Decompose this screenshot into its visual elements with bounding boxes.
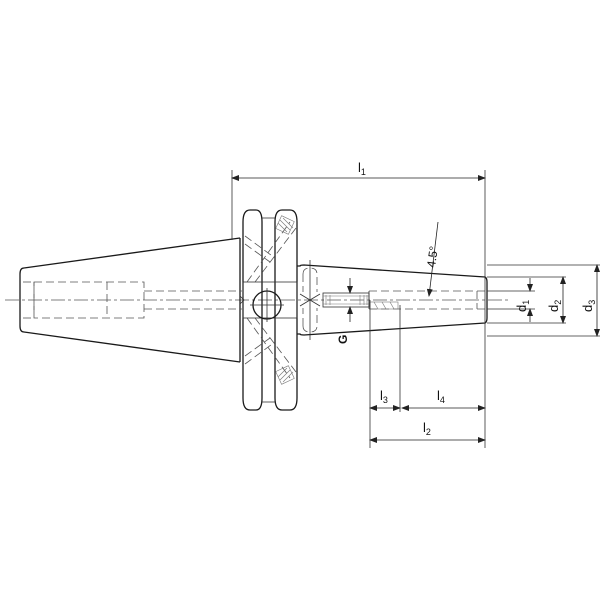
angle-label: 4.5° xyxy=(424,245,441,268)
svg-text:l1: l1 xyxy=(358,160,366,177)
svg-text:d3: d3 xyxy=(580,300,597,312)
dimension-l1: l1 xyxy=(231,160,486,181)
tool-body xyxy=(297,260,488,340)
thread-label: G xyxy=(336,335,350,344)
angle-annotation: 4.5° xyxy=(424,221,441,297)
flange xyxy=(239,209,298,411)
dimension-d2: d2 xyxy=(546,276,566,324)
dimension-l3: l3 xyxy=(369,388,401,411)
dimension-l2: l2 xyxy=(369,420,486,443)
drive-key-top xyxy=(275,215,295,235)
dimension-d3: d3 xyxy=(580,264,600,337)
dimension-l4: l4 xyxy=(401,388,486,411)
extension-lines xyxy=(231,170,600,448)
svg-text:l3: l3 xyxy=(380,388,388,405)
svg-text:l4: l4 xyxy=(437,388,445,405)
dimension-g: G xyxy=(336,278,353,344)
svg-text:d1: d1 xyxy=(514,300,531,312)
drive-key-bottom xyxy=(275,365,295,385)
svg-text:l2: l2 xyxy=(423,420,431,437)
dimension-d1: d1 xyxy=(514,278,533,322)
taper-shank xyxy=(19,237,242,363)
l1-label: l xyxy=(358,160,361,175)
svg-text:d2: d2 xyxy=(546,300,563,312)
